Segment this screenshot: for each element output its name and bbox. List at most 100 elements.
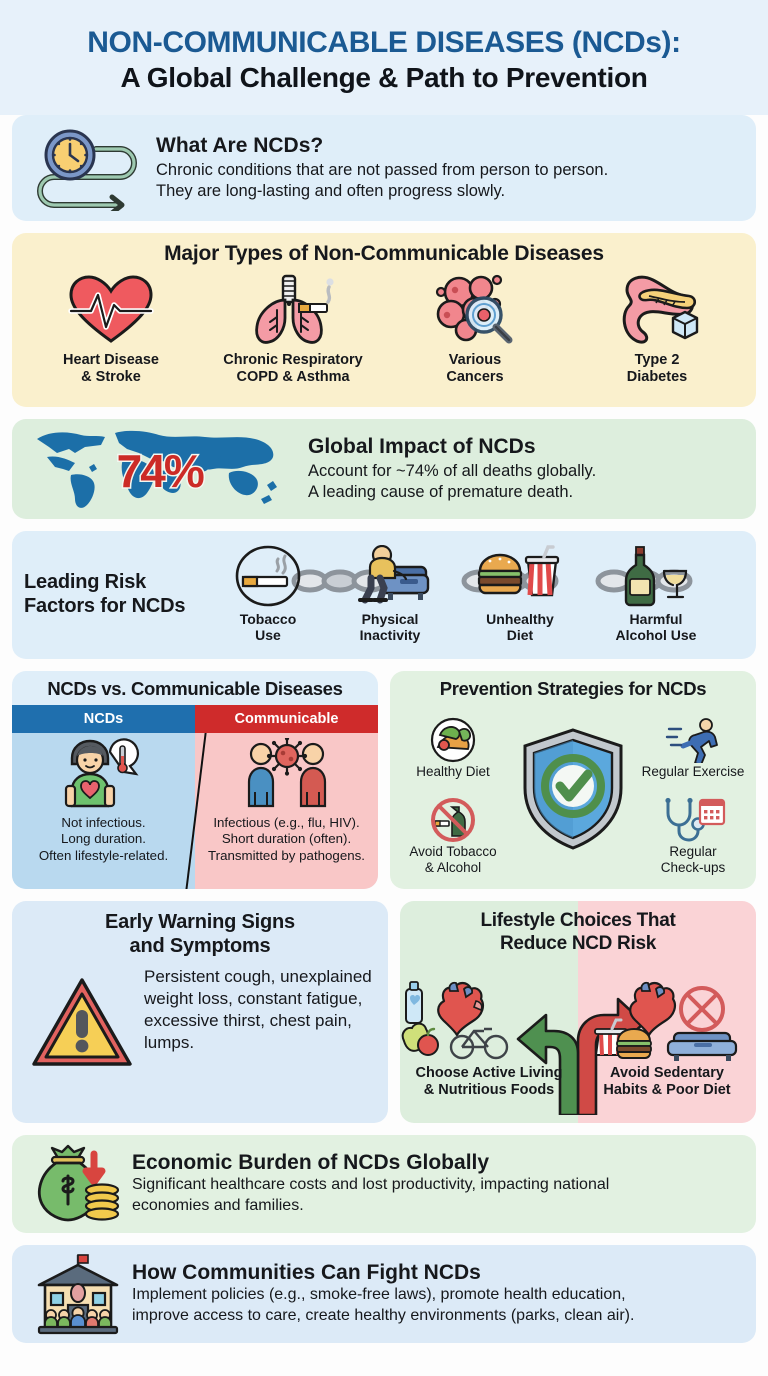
virus-two-people-icon bbox=[239, 733, 335, 815]
cancer-cells-icon bbox=[429, 270, 521, 348]
global-impact-line1: Account for ~74% of all deaths globally. bbox=[308, 461, 597, 480]
bottle-heart-fruit-bicycle-icon bbox=[400, 979, 578, 1063]
section-early-warning-signs: Early Warning Signs and Symptoms Persist… bbox=[12, 901, 388, 1123]
person-thermometer-icon bbox=[60, 733, 148, 815]
risk-factors-heading-1: Leading Risk bbox=[24, 571, 147, 594]
comparison-pane-ncds: Not infectious. Long duration. Often lif… bbox=[12, 733, 195, 889]
risk-factor-item: Harmful Alcohol Use bbox=[596, 545, 716, 644]
prevention-label-3a: Avoid Tobacco bbox=[409, 844, 497, 859]
sofa-sitting-icon bbox=[344, 545, 436, 607]
section-risk-factors: Leading Risk Factors for NCDs bbox=[12, 531, 756, 659]
vegetable-plate-icon bbox=[426, 717, 480, 763]
section-ncds-vs-communicable: NCDs vs. Communicable Diseases NCDs Comm… bbox=[12, 671, 378, 889]
lifestyle-bad-label-1: Avoid Sedentary bbox=[610, 1065, 724, 1081]
no-smoking-alcohol-icon bbox=[426, 798, 480, 842]
major-type-label-1a: Heart Disease bbox=[63, 352, 159, 368]
comparison-comm-line3: Transmitted by pathogens. bbox=[208, 847, 365, 863]
risk-factor-item: Physical Inactivity bbox=[330, 545, 450, 644]
what-are-ncds-line2: They are long-lasting and often progress… bbox=[156, 181, 506, 200]
comparison-bar-ncds: NCDs bbox=[12, 705, 195, 733]
major-type-item: Chronic Respiratory COPD & Asthma bbox=[202, 270, 384, 385]
communities-heading: How Communities Can Fight NCDs bbox=[132, 1260, 481, 1284]
early-warning-heading-2: and Symptoms bbox=[129, 934, 271, 957]
comparison-bar-communicable: Communicable bbox=[195, 705, 378, 733]
communities-line1: Implement policies (e.g., smoke-free law… bbox=[132, 1286, 626, 1304]
cigarette-icon bbox=[229, 545, 307, 607]
lifestyle-good-background bbox=[400, 901, 578, 1123]
comparison-comm-line2: Short duration (often). bbox=[221, 831, 352, 847]
major-type-item: Type 2 Diabetes bbox=[566, 270, 748, 385]
early-warning-body: Persistent cough, unexplained weight los… bbox=[144, 967, 372, 1053]
comparison-ncds-line3: Often lifestyle-related. bbox=[38, 847, 169, 863]
burger-soda-icon bbox=[474, 545, 566, 607]
page-title-primary: NON-COMMUNICABLE DISEASES (NCDs): bbox=[87, 26, 681, 60]
page-header: NON-COMMUNICABLE DISEASES (NCDs): A Glob… bbox=[0, 0, 768, 115]
risk-factor-label-3a: Unhealthy bbox=[486, 611, 554, 627]
global-impact-line2: A leading cause of premature death. bbox=[308, 482, 574, 501]
warning-triangle-icon bbox=[22, 966, 142, 1070]
prevention-label-4a: Regular bbox=[669, 844, 717, 859]
prevention-item: Avoid Tobacco & Alcohol bbox=[392, 798, 514, 875]
lifestyle-good: Choose Active Living & Nutritious Foods bbox=[400, 979, 578, 1099]
prevention-label-2: Regular Exercise bbox=[641, 764, 745, 779]
running-person-icon bbox=[665, 718, 721, 763]
major-type-label-3a: Various bbox=[448, 352, 502, 368]
comparison-ncds-line2: Long duration. bbox=[60, 831, 147, 847]
global-impact-percent: 74% bbox=[115, 444, 206, 499]
comparison-pane-communicable: Infectious (e.g., flu, HIV). Short durat… bbox=[195, 733, 378, 889]
prevention-label-4b: Check-ups bbox=[660, 859, 726, 875]
world-map-icon: 74% bbox=[12, 419, 304, 519]
lifestyle-heading-2: Reduce NCD Risk bbox=[500, 932, 656, 954]
risk-factor-label-1b: Use bbox=[255, 626, 281, 643]
risk-factor-item: Tobacco Use bbox=[208, 545, 328, 644]
what-are-ncds-line1: Chronic conditions that are not passed f… bbox=[156, 160, 609, 179]
risk-factor-label-1a: Tobacco bbox=[239, 611, 297, 627]
diverging-arrows-icon bbox=[490, 989, 666, 1115]
economic-burden-line2: economies and families. bbox=[132, 1197, 304, 1215]
stethoscope-calendar-icon bbox=[660, 797, 726, 842]
clock-winding-path-icon bbox=[26, 125, 150, 211]
prevention-heading: Prevention Strategies for NCDs bbox=[439, 678, 707, 699]
section-communities: How Communities Can Fight NCDs Implement… bbox=[12, 1245, 756, 1343]
lungs-icon bbox=[245, 270, 341, 348]
risk-factor-item: Unhealthy Diet bbox=[460, 545, 580, 644]
risk-factor-label-2a: Physical bbox=[361, 611, 419, 627]
risk-factor-label-3b: Diet bbox=[506, 626, 534, 643]
comparison-heading: NCDs vs. Communicable Diseases bbox=[47, 678, 343, 699]
lifestyle-bad: Avoid Sedentary Habits & Poor Diet bbox=[578, 979, 756, 1099]
bottle-glass-icon bbox=[616, 545, 696, 607]
major-type-label-1b: & Stroke bbox=[81, 368, 141, 385]
major-type-item: Heart Disease & Stroke bbox=[20, 270, 202, 385]
major-type-label-2b: COPD & Asthma bbox=[236, 368, 350, 385]
early-warning-heading-1: Early Warning Signs bbox=[105, 911, 295, 933]
lifestyle-heading-1: Lifestyle Choices That bbox=[480, 910, 676, 931]
major-type-label-2a: Chronic Respiratory bbox=[223, 352, 363, 368]
communities-line2: improve access to care, create healthy e… bbox=[132, 1307, 635, 1325]
prevention-item: Healthy Diet bbox=[392, 717, 514, 780]
lifestyle-good-label-1: Choose Active Living bbox=[415, 1065, 563, 1081]
community-building-people-icon bbox=[28, 1253, 128, 1335]
lifestyle-bad-label-2: Habits & Poor Diet bbox=[603, 1081, 731, 1098]
global-impact-heading: Global Impact of NCDs bbox=[308, 435, 536, 459]
prevention-item: Regular Check-ups bbox=[632, 797, 754, 875]
prevention-label-1: Healthy Diet bbox=[416, 764, 490, 779]
major-type-label-4b: Diabetes bbox=[626, 368, 688, 385]
risk-factor-label-4a: Harmful bbox=[629, 611, 683, 627]
major-types-heading: Major Types of Non-Communicable Diseases bbox=[164, 242, 604, 265]
section-economic-burden: Economic Burden of NCDs Globally Signifi… bbox=[12, 1135, 756, 1233]
economic-burden-line1: Significant healthcare costs and lost pr… bbox=[132, 1176, 610, 1194]
economic-burden-heading: Economic Burden of NCDs Globally bbox=[132, 1150, 490, 1174]
risk-factors-heading-2: Factors for NCDs bbox=[24, 595, 186, 617]
risk-factor-label-4b: Alcohol Use bbox=[615, 626, 697, 643]
pancreas-icon bbox=[611, 270, 703, 348]
section-major-types: Major Types of Non-Communicable Diseases… bbox=[12, 233, 756, 407]
section-global-impact: 74% Global Impact of NCDs Account for ~7… bbox=[12, 419, 756, 519]
section-prevention-strategies: Prevention Strategies for NCDs bbox=[390, 671, 756, 889]
page-title-secondary: A Global Challenge & Path to Prevention bbox=[120, 61, 648, 93]
risk-factor-label-2b: Inactivity bbox=[359, 626, 421, 643]
section-lifestyle-choices: Lifestyle Choices That Reduce NCD Risk bbox=[400, 901, 756, 1123]
money-bag-coins-down-arrow-icon bbox=[28, 1144, 128, 1224]
heart-pulse-icon bbox=[65, 270, 157, 348]
heart-burger-sofa-icon bbox=[578, 979, 756, 1063]
